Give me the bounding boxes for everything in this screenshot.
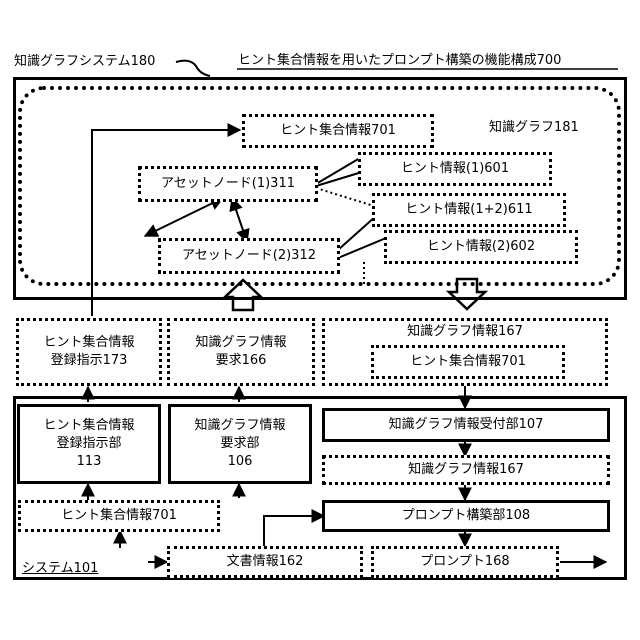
system-kg-info-box: 知識グラフ情報167 [322,455,610,485]
asset-node-1: アセットノード(1)311 [138,166,318,202]
registration-instruction-box: ヒント集合情報 登録指示173 [16,318,162,386]
asset-node-2: アセットノード(2)312 [158,238,340,274]
hint-node-1: ヒント情報(1)601 [358,152,552,186]
prompt-builder-unit: プロンプト構築部108 [322,500,610,532]
figure-title: ヒント集合情報を用いたプロンプト構築の機能構成700 [238,53,561,69]
kg-info-receiver-unit: 知識グラフ情報受付部107 [322,408,610,442]
hint-node-1-2: ヒント情報(1+2)611 [372,193,566,227]
kg-system-title: 知識グラフシステム180 [14,54,155,70]
prompt-box: プロンプト168 [371,546,559,578]
kg-info-request-box: 知識グラフ情報 要求166 [167,318,315,386]
hint-set-node: ヒント集合情報701 [242,114,434,148]
hint-node-2: ヒント情報(2)602 [384,230,578,264]
kg-info-hint-set-box: ヒント集合情報701 [371,345,565,379]
title-leader-line [176,61,210,76]
system-label: システム101 [22,561,98,577]
document-info-box: 文書情報162 [167,546,363,578]
registration-instruction-unit: ヒント集合情報 登録指示部 113 [17,404,161,484]
system-hint-set-box: ヒント集合情報701 [18,500,220,532]
kg-info-request-unit: 知識グラフ情報 要求部 106 [168,404,312,484]
knowledge-graph-label: 知識グラフ181 [489,120,579,136]
